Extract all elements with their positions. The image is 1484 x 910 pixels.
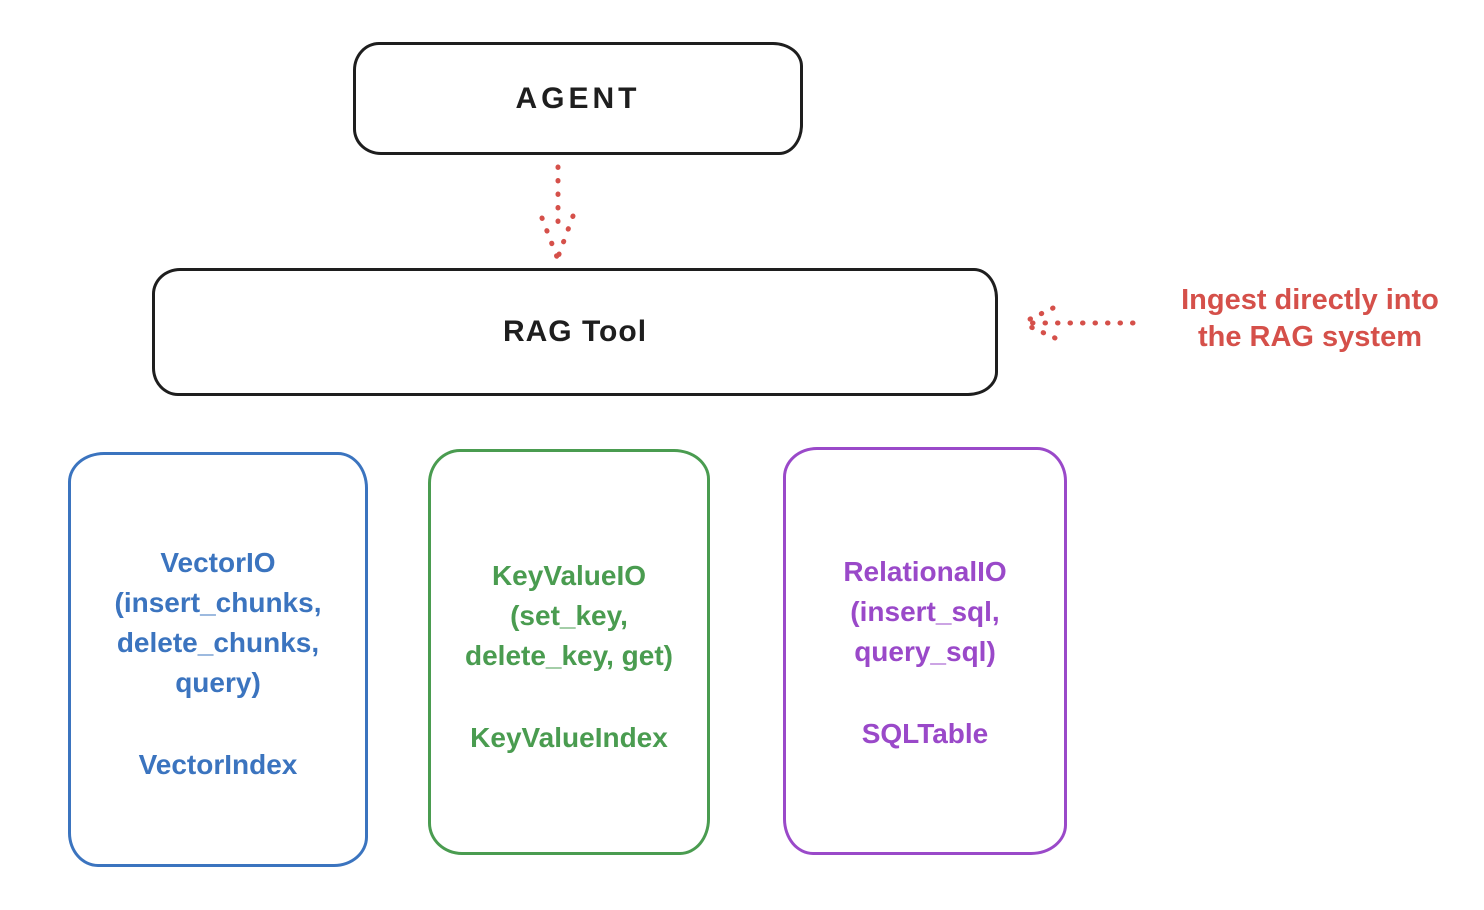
sql-table-label: SQLTable (861, 718, 989, 749)
agent-label: AGENT (515, 81, 641, 115)
arrowhead-bottom (1019, 320, 1058, 341)
rag-tool-label: RAG Tool (502, 315, 648, 348)
arrowhead-left (539, 215, 560, 260)
agent-box: AGENT (353, 42, 803, 155)
ingest-annotation: Ingest directly into the RAG system (1136, 282, 1484, 356)
agent-to-ragtool-arrow (539, 164, 576, 260)
rag-tool-box: RAG Tool (152, 268, 998, 396)
vector-io-box: VectorIO (insert_chunks, delete_chunks, … (68, 452, 368, 867)
ingest-annotation-line2: the RAG system (1197, 321, 1422, 353)
relational-io-methods: RelationalIO (insert_sql, query_sql) (843, 556, 1007, 667)
arrowhead-top (1019, 305, 1056, 326)
ingest-arrow (1019, 305, 1136, 341)
vector-index-label: VectorIndex (138, 749, 298, 780)
keyvalue-index-label: KeyValueIndex (470, 722, 668, 753)
relational-io-box: RelationalIO (insert_sql, query_sql) SQL… (783, 447, 1067, 855)
vector-io-methods: VectorIO (insert_chunks, delete_chunks, … (114, 547, 322, 698)
keyvalue-io-methods: KeyValueIO (set_key, delete_key, get) (464, 560, 674, 671)
keyvalue-io-box: KeyValueIO (set_key, delete_key, get) Ke… (428, 449, 710, 855)
ingest-annotation-line1: Ingest directly into (1181, 284, 1439, 316)
